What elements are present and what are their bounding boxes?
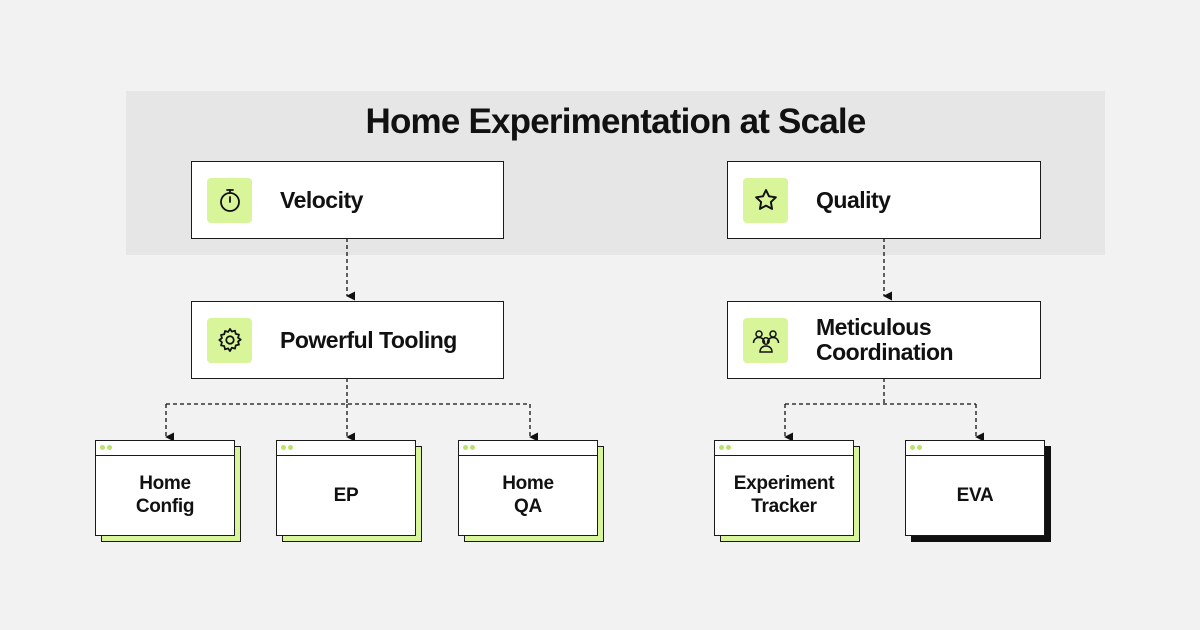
diagram-title: Home Experimentation at Scale — [365, 102, 866, 141]
stopwatch-icon — [207, 177, 252, 223]
window-dot — [726, 445, 731, 450]
window-dot — [288, 445, 293, 450]
window-titlebar — [277, 441, 415, 456]
gear-icon — [207, 317, 252, 363]
window-dot — [910, 445, 915, 450]
coordination-card: Meticulous Coordination — [727, 301, 1041, 379]
window-titlebar — [459, 441, 597, 456]
window-titlebar — [906, 441, 1044, 456]
coordination-label-line1: Meticulous — [816, 314, 932, 340]
ep-label: EP — [333, 484, 359, 506]
window-titlebar — [96, 441, 234, 456]
quality-label: Quality — [816, 186, 891, 213]
coordination-label: Meticulous Coordination — [816, 314, 954, 365]
star-icon — [743, 177, 788, 223]
ep-window: EP — [276, 440, 416, 536]
velocity-label: Velocity — [280, 186, 363, 213]
window-dot — [917, 445, 922, 450]
window-dot — [281, 445, 286, 450]
window-dot — [463, 445, 468, 450]
tooling-card: Powerful Tooling — [191, 301, 504, 379]
eva-label: EVA — [956, 484, 994, 506]
quality-card: Quality — [727, 161, 1041, 239]
window-dot — [470, 445, 475, 450]
coordination-label-line2: Coordination — [816, 339, 954, 365]
team-icon — [743, 317, 788, 363]
window-titlebar — [715, 441, 853, 456]
window-dot — [107, 445, 112, 450]
eva-window: EVA — [905, 440, 1045, 536]
tooling-label: Powerful Tooling — [280, 326, 457, 353]
window-dot — [719, 445, 724, 450]
velocity-card: Velocity — [191, 161, 504, 239]
window-dot — [100, 445, 105, 450]
